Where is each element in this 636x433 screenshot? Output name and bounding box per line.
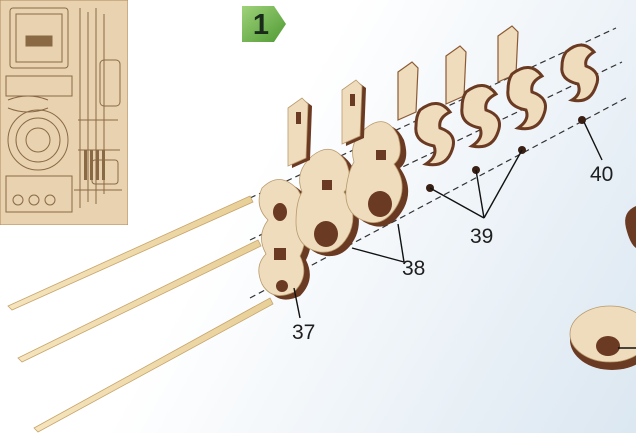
- callout-37: 37: [292, 322, 315, 343]
- rods: [8, 196, 273, 432]
- edge-parts: [570, 206, 636, 370]
- callout-38: 38: [402, 258, 425, 279]
- part-39-plates: [398, 26, 546, 192]
- callout-39: 39: [470, 226, 493, 247]
- part-38-plates: [288, 80, 408, 256]
- part-40-plate: [562, 45, 598, 124]
- callout-40: 40: [590, 164, 613, 185]
